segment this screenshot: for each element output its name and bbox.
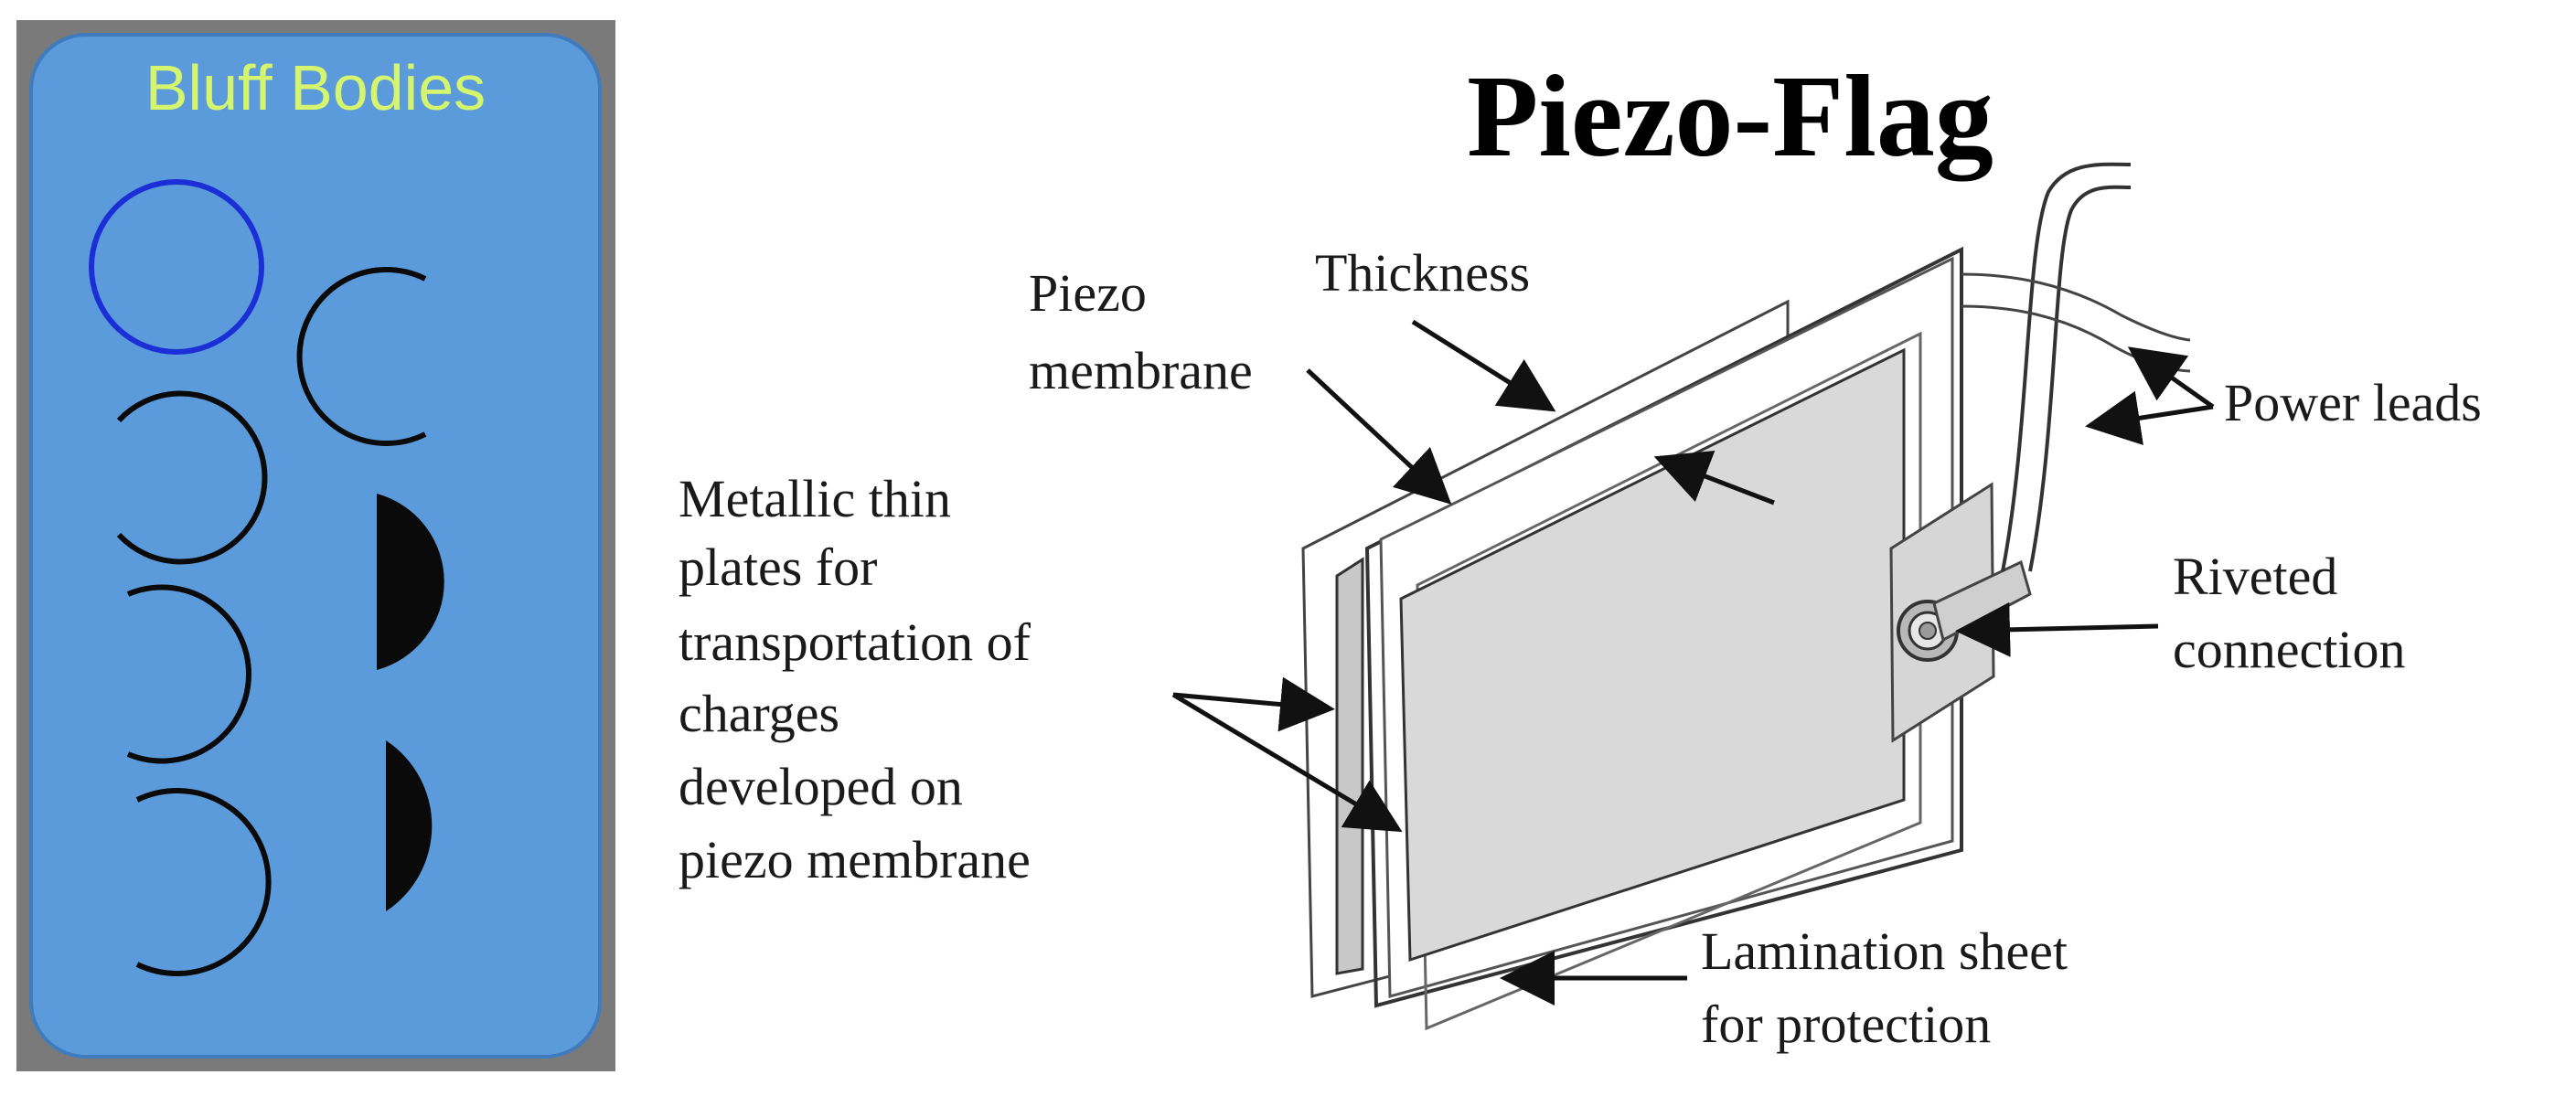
piezo-flag-diagram: Piezo-Flag Piezo membrane Thickn [679,51,2482,1054]
arrow-power-leads-1 [2127,346,2215,410]
circle-bluff-body [89,179,264,355]
arrow-membrane-inner [1653,450,1775,505]
label-riveted-line1: Riveted [2173,547,2337,606]
arrow-riveted-connection [1955,601,2159,657]
bluff-bodies-panel: Bluff Bodies [16,20,615,1071]
arrow-metallic-plate-back [1172,676,1335,732]
label-thickness: Thickness [1315,243,1530,303]
power-lead-cable-inner [2001,162,2132,572]
diagram-title: Piezo-Flag [1467,51,1993,181]
label-metallic-line2: plates for [679,537,877,597]
power-lead-wire-1 [1961,272,2191,342]
label-lamination-line2: for protection [1701,995,1991,1054]
arrow-metallic-plate-front [1171,692,1403,833]
filled-half-cylinder-bluff-body-2 [386,740,433,911]
label-power-leads: Power leads [2224,373,2482,432]
filled-half-cylinder-bluff-body-1 [377,494,444,670]
arrow-piezo-membrane [1306,368,1452,505]
label-piezo-membrane-line1: Piezo [1029,263,1147,323]
arrow-power-leads-2 [2085,390,2214,446]
label-metallic-line3: transportation of [679,612,1031,672]
power-lead-wire-2 [1961,304,2191,373]
metallic-plate-front [1399,347,1906,963]
panel-title: Bluff Bodies [145,52,486,123]
semicircle-arc-bluff-body [296,267,427,446]
metallic-plate-back [1335,557,1364,975]
label-metallic-line6: piezo membrane [679,830,1031,889]
piezo-membrane-layer [1364,246,1963,1008]
open-arc-bluff-body-3 [135,788,272,976]
label-piezo-membrane-line2: membrane [1029,341,1253,400]
open-arc-bluff-body-1 [116,390,268,565]
open-arc-bluff-body-2 [126,584,251,764]
label-lamination-line1: Lamination sheet [1701,921,2068,981]
label-riveted-line2: connection [2173,620,2405,679]
power-lead-cable [2028,185,2132,572]
panel-background [29,33,602,1059]
label-metallic-line1: Metallic thin [679,469,951,528]
label-metallic-line5: developed on [679,757,963,816]
arrow-thickness [1411,319,1556,412]
label-metallic-line4: charges [679,684,839,743]
